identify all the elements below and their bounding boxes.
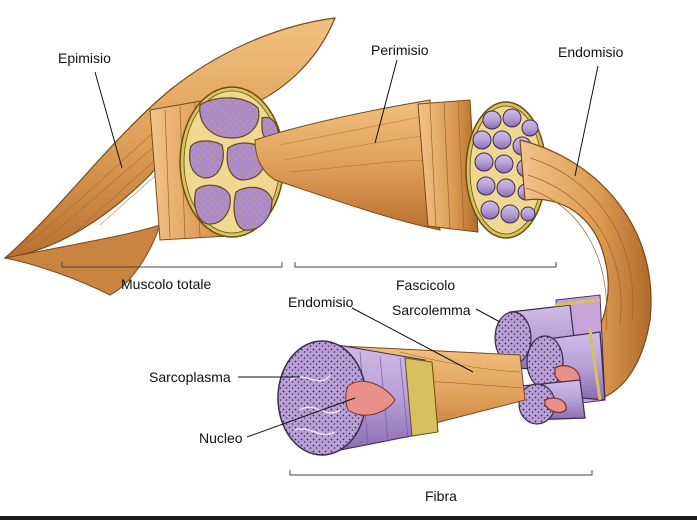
leader-perimisio (374, 59, 398, 144)
label-fascicolo: Fascicolo (396, 277, 455, 293)
bottom-border (0, 516, 697, 520)
label-perimisio: Perimisio (371, 42, 429, 58)
label-sarcolemma: Sarcolemma (392, 302, 471, 318)
leader-lines (94, 59, 599, 438)
leader-epimisio (94, 71, 123, 169)
label-epimisio: Epimisio (58, 50, 111, 66)
brackets (61, 262, 593, 476)
label-muscolo-totale: Muscolo totale (121, 276, 211, 292)
fiber-cluster (494, 298, 606, 425)
label-nucleo: Nucleo (199, 430, 243, 446)
label-endomisio-mid: Endomisio (288, 294, 354, 310)
leader-nucleo (246, 397, 356, 438)
label-fibra: Fibra (425, 488, 457, 504)
single-fiber (277, 340, 526, 456)
label-endomisio-top: Endomisio (558, 44, 624, 60)
whole-muscle (3, 17, 336, 296)
bracket-fascicolo (294, 262, 557, 268)
leader-sarcolemma (475, 308, 501, 323)
bracket-fibra (289, 470, 593, 476)
label-sarcoplasma: Sarcoplasma (149, 369, 231, 385)
leader-endomisio-mid (351, 307, 474, 373)
fascicle (254, 99, 547, 239)
leader-endomisio-top (574, 65, 599, 177)
labels: Epimisio Perimisio Endomisio Muscolo tot… (58, 42, 624, 504)
bracket-muscolo-totale (61, 262, 283, 268)
